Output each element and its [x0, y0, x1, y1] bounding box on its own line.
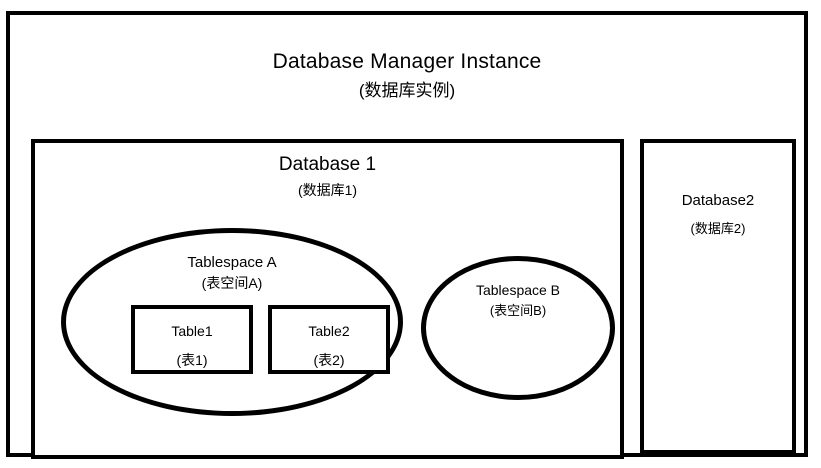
instance-title-en: Database Manager Instance: [272, 50, 542, 73]
tablespace-a-label-zh: (表空间A): [201, 275, 263, 291]
tablespace-b-label-zh: (表空间B): [489, 303, 547, 318]
tablespace-a-label-en: Tablespace A: [187, 254, 277, 271]
table1-label-zh: (表1): [176, 352, 208, 368]
instance-title: Database Manager Instance (数据库实例): [10, 51, 804, 99]
tablespace-b-ellipse: Tablespace B (表空间B): [421, 256, 615, 400]
database-2-box: Database2 (数据库2): [640, 139, 796, 454]
database-1-title: Database 1 (数据库1): [35, 155, 620, 197]
database-manager-instance-frame: Database Manager Instance (数据库实例) Databa…: [6, 11, 808, 459]
tablespace-b-label: Tablespace B (表空间B): [426, 283, 610, 317]
database-1-title-zh: (数据库1): [297, 182, 358, 198]
tablespace-a-label: Tablespace A (表空间A): [66, 255, 398, 290]
database-2-label-zh: (数据库2): [690, 221, 746, 236]
instance-title-zh: (数据库实例): [358, 81, 456, 100]
table2-box: Table2 (表2): [268, 305, 390, 374]
database-2-label-en: Database2: [681, 192, 755, 209]
table2-label-zh: (表2): [313, 352, 345, 368]
table2-label-en: Table2: [308, 323, 350, 339]
tablespace-b-label-en: Tablespace B: [475, 282, 561, 298]
database-2-label: Database2 (数据库2): [644, 193, 792, 235]
table1-box: Table1 (表1): [131, 305, 253, 374]
database-1-title-en: Database 1: [278, 154, 377, 175]
table1-label-en: Table1: [171, 323, 213, 339]
database-1-box: Database 1 (数据库1) Tablespace A (表空间A) Ta…: [31, 139, 624, 459]
tablespace-a-ellipse: Tablespace A (表空间A): [61, 228, 403, 416]
